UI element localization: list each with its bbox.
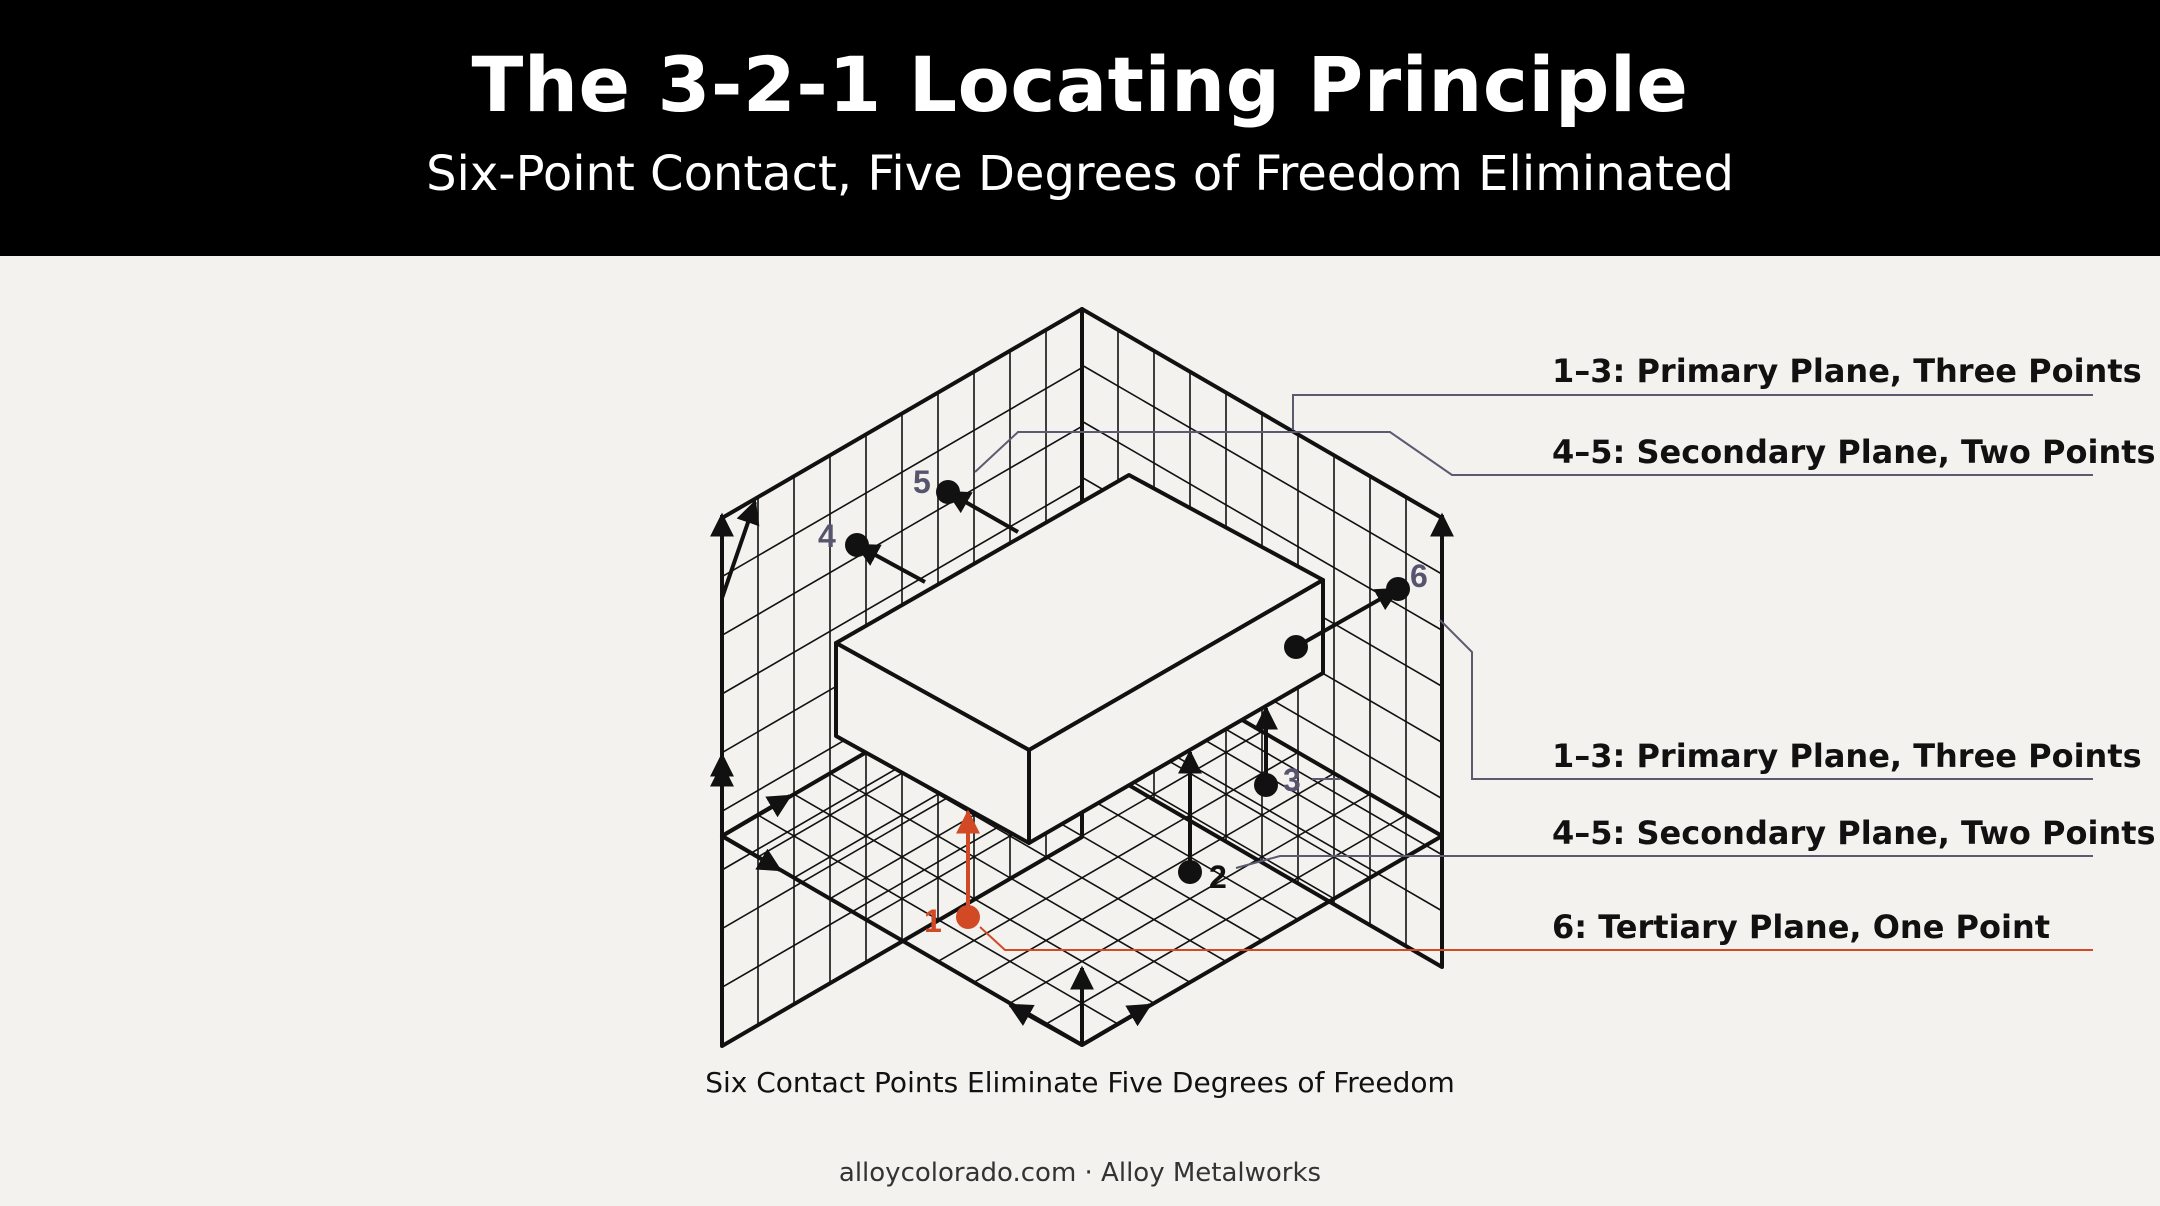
axis-arrow (1080, 1003, 1153, 1047)
leader-lines (974, 394, 2093, 951)
contact-source-dot (1284, 635, 1308, 659)
legend-label-tertiary: 6: Tertiary Plane, One Point (1552, 908, 2051, 946)
point-label-6: 6 (1410, 558, 1428, 594)
grid-line (721, 425, 1083, 637)
legend-label-primary-bottom: 1–3: Primary Plane, Three Points (1552, 737, 2142, 775)
axis-arrow (1007, 1003, 1083, 1047)
block-right-face (1027, 578, 1325, 845)
contact-dot (1178, 860, 1202, 884)
point-label-3: 3 (1283, 762, 1301, 798)
contact-point-6 (1295, 577, 1410, 649)
contact-arrow (1295, 587, 1401, 649)
axis-arrow (720, 794, 793, 838)
legend-label-secondary-bottom: 4–5: Secondary Plane, Two Points (1552, 814, 2156, 852)
legend-label-secondary-top: 4–5: Secondary Plane, Two Points (1552, 433, 2156, 471)
contact-dot (1386, 577, 1410, 601)
page-subtitle: Six-Point Contact, Five Degrees of Freed… (426, 146, 1734, 202)
leader-line-2 (974, 431, 2093, 476)
footer-credit: alloycolorado.com · Alloy Metalworks (838, 1158, 1322, 1188)
leader-line-3 (1439, 619, 2093, 780)
contact-point-3 (1254, 705, 1278, 797)
point-label-1: 1 (924, 903, 942, 939)
point-label-4: 4 (818, 518, 836, 554)
leader-line-5 (1235, 855, 2093, 869)
contact-point-1 (956, 809, 980, 929)
header-bar: The 3-2-1 Locating Principle Six-Point C… (0, 0, 2160, 256)
point-label-5: 5 (913, 464, 931, 500)
grid-line (721, 366, 1083, 578)
contact-point-2 (1178, 749, 1202, 884)
contact-dot (1254, 773, 1278, 797)
axis-arrow (720, 834, 783, 872)
workpiece-block (834, 473, 1325, 845)
contact-arrow (854, 543, 926, 584)
leader-line-1 (1292, 394, 2093, 430)
grid-line (721, 484, 1083, 695)
contact-dot (845, 533, 869, 557)
contact-point-4 (845, 533, 926, 584)
point-label-2: 2 (1209, 859, 1227, 895)
contact-point-5 (936, 480, 1019, 534)
leader-line-6 (979, 926, 2093, 951)
axis-arrows (710, 499, 1454, 1047)
axis-arrow (720, 499, 760, 599)
legend-label-primary-top: 1–3: Primary Plane, Three Points (1552, 352, 2142, 390)
contact-arrow (945, 490, 1019, 534)
contact-points (845, 480, 1410, 929)
page-title: The 3-2-1 Locating Principle (471, 40, 1689, 129)
contact-dot (956, 905, 980, 929)
point-labels: 1 2 3 4 5 6 (818, 464, 1428, 939)
grid-line (1081, 364, 1443, 575)
diagram-caption: Six Contact Points Eliminate Five Degree… (705, 1066, 1455, 1099)
contact-dot (936, 480, 960, 504)
